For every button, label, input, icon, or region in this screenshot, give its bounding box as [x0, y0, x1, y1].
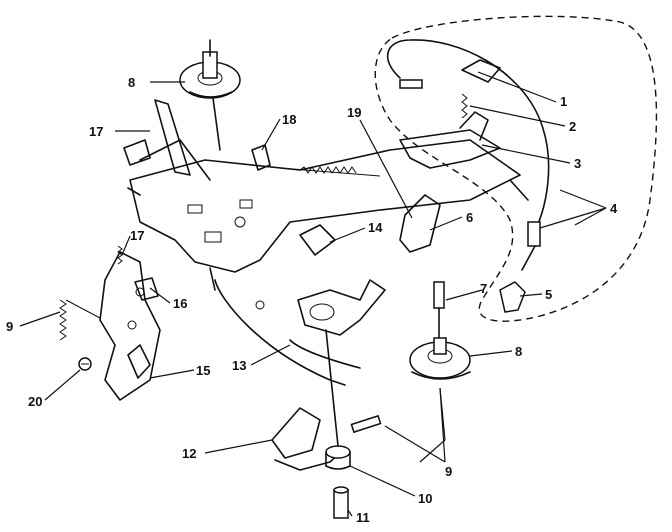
- bushing-10: [325, 445, 351, 470]
- callout-labels: 1 2 3 4 5 6 7 8 8 9 9 10 11 12 13 14 15 …: [6, 75, 618, 525]
- vertical-shaft: [325, 329, 339, 447]
- bracket-12: [271, 407, 346, 471]
- callout-6: 6: [466, 210, 473, 225]
- callout-4: 4: [610, 201, 618, 216]
- upper-shaft: [212, 97, 221, 151]
- callout-16: 16: [173, 296, 187, 311]
- clip-18: [251, 144, 271, 171]
- main-chassis: [123, 99, 521, 310]
- spring-coil: [299, 166, 357, 174]
- leader-lines: [19, 71, 607, 517]
- callout-7: 7: [480, 281, 487, 296]
- left-mechanism: [99, 251, 161, 401]
- pin-7: [433, 281, 445, 341]
- callout-8-right: 8: [515, 344, 522, 359]
- tension-spring-rod: [279, 167, 381, 177]
- callout-13: 13: [232, 358, 246, 373]
- spring-9-hook: [65, 299, 101, 319]
- callout-9-left: 9: [6, 319, 13, 334]
- callout-9-bottom: 9: [445, 464, 452, 479]
- link-14: [299, 224, 336, 256]
- callout-15: 15: [196, 363, 210, 378]
- dashed-group-outline: [374, 15, 658, 322]
- lever-6: [399, 194, 441, 253]
- right-bracket: [399, 111, 501, 169]
- callout-2: 2: [569, 119, 576, 134]
- center-lever-plate: [297, 279, 386, 336]
- callout-10: 10: [418, 491, 432, 506]
- post-11: [333, 486, 349, 519]
- upper-spindle-gear: [179, 39, 241, 99]
- callout-17-left: 17: [130, 228, 144, 243]
- callout-17-top: 17: [89, 124, 103, 139]
- long-rod-13: [214, 279, 346, 386]
- cable-assembly: [386, 39, 550, 271]
- callout-20: 20: [28, 394, 42, 409]
- callout-18: 18: [282, 112, 296, 127]
- long-rod-13b: [289, 339, 361, 369]
- lower-spindle-gear: [409, 337, 471, 380]
- callout-19: 19: [347, 105, 361, 120]
- small-spring: [461, 93, 468, 119]
- callout-5: 5: [545, 287, 552, 302]
- callout-11: 11: [356, 510, 370, 525]
- callout-3: 3: [574, 156, 581, 171]
- spring-9-left: [59, 299, 67, 341]
- callout-12: 12: [182, 446, 196, 461]
- pin-9-lower: [350, 414, 382, 434]
- cap-5: [499, 281, 526, 313]
- callout-1: 1: [560, 94, 567, 109]
- callout-14: 14: [368, 220, 383, 235]
- screw-20: [78, 357, 92, 371]
- callout-8-top: 8: [128, 75, 135, 90]
